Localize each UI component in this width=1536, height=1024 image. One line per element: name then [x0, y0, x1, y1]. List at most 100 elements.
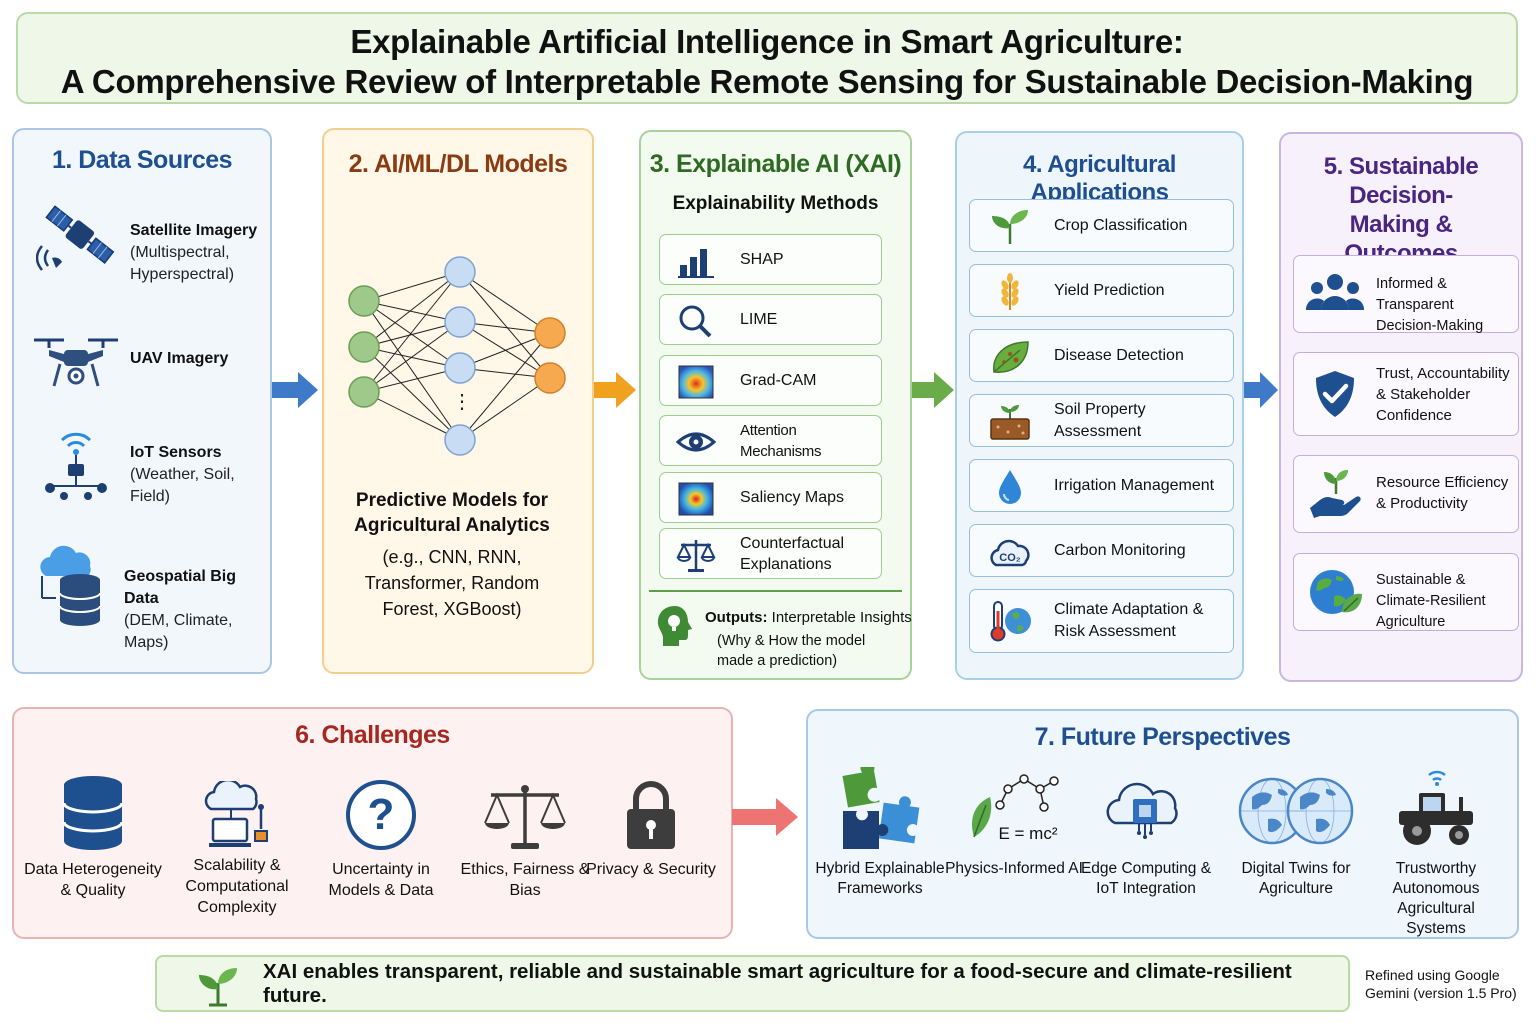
- app-carbon-monitoring: CO₂ Carbon Monitoring: [969, 524, 1234, 577]
- puzzle-icon: [842, 767, 920, 849]
- outcome-sustainable: Sustainable & Climate-Resilient Agricult…: [1293, 553, 1519, 631]
- challenges-panel: 6. Challenges Data Heterogeneity & Quali…: [12, 707, 733, 939]
- sprout-icon: [992, 210, 1028, 244]
- app-climate-adaptation: Climate Adaptation & Risk Assessment: [969, 589, 1234, 653]
- soil-icon: [990, 405, 1030, 440]
- app-label: Climate Adaptation & Risk Assessment: [1054, 601, 1204, 640]
- source-title: IoT Sensors: [130, 444, 222, 461]
- source-geospatial: Geospatial Big Data (DEM, Climate, Maps): [14, 542, 270, 651]
- method-label: Grad-CAM: [740, 372, 817, 389]
- thermometer-globe-icon: [990, 601, 1031, 642]
- shield-check-icon: [1316, 371, 1354, 417]
- data-sources-panel: 1. Data Sources Satellite Imagery (Multi…: [12, 128, 272, 674]
- wheat-icon: [1001, 273, 1019, 310]
- title-line-1: Explainable Artificial Intelligence in S…: [350, 23, 1184, 60]
- challenge-data-heterogeneity: Data Heterogeneity & Quality: [18, 763, 168, 901]
- svg-text:?: ?: [368, 790, 395, 839]
- outcome-trust: Trust, Accountability & Stakeholder Conf…: [1293, 352, 1519, 436]
- challenge-uncertainty: ? Uncertainty in Models & Data: [306, 763, 456, 901]
- future-label: Trustworthy Autonomous Agricultural Syst…: [1392, 860, 1480, 937]
- applications-panel: 4. Agricultural Applications Crop Classi…: [955, 131, 1244, 680]
- eye-icon: [676, 432, 716, 452]
- hand-plant-icon: [1310, 470, 1361, 518]
- cloud-computer-icon: [204, 781, 268, 847]
- models-caption-title: Predictive Models for Agricultural Analy…: [354, 490, 550, 536]
- people-icon: [1306, 274, 1364, 310]
- source-title: Satellite Imagery: [130, 222, 258, 239]
- app-label: Carbon Monitoring: [1054, 541, 1186, 559]
- title-banner: Explainable Artificial Intelligence in S…: [16, 12, 1518, 104]
- title-line-2: A Comprehensive Review of Interpretable …: [60, 63, 1474, 100]
- credit-line-2: Gemini (version 1.5 Pro): [1365, 985, 1517, 1001]
- app-label: Yield Prediction: [1054, 281, 1165, 299]
- method-label: LIME: [740, 311, 778, 328]
- challenge-scalability: Scalability & Computational Complexity: [162, 763, 312, 918]
- app-label: Crop Classification: [1054, 216, 1188, 234]
- future-heading: 7. Future Perspectives: [1034, 723, 1291, 751]
- app-label: Irrigation Management: [1054, 476, 1215, 494]
- flow-arrow-challenges: [732, 798, 798, 836]
- co2-cloud-icon: CO₂: [990, 539, 1030, 567]
- saliency-icon: [678, 482, 714, 516]
- formula-leaf-icon: E = mc²: [971, 774, 1059, 843]
- magnifier-icon: [679, 305, 712, 338]
- method-gradcam: Grad-CAM: [659, 355, 882, 406]
- challenge-label: Uncertainty in Models & Data: [328, 861, 434, 899]
- challenge-ethics: Ethics, Fairness & Bias: [450, 763, 600, 901]
- xai-outputs-value: Interpretable Insights: [771, 609, 912, 626]
- method-attention: Attention Mechanisms: [659, 415, 882, 466]
- heatmap-icon: [678, 365, 714, 399]
- outcome-label: Sustainable & Climate-Resilient Agricult…: [1376, 572, 1486, 630]
- app-irrigation: Irrigation Management: [969, 459, 1234, 512]
- future-label: Digital Twins for Agriculture: [1241, 860, 1351, 897]
- credit-line-1: Refined using Google: [1365, 967, 1500, 983]
- satellite-icon: [36, 205, 115, 271]
- globe-leaf-icon: [1310, 570, 1362, 614]
- method-lime: LIME: [659, 294, 882, 345]
- outcome-label: Resource Efficiency & Productivity: [1376, 474, 1509, 512]
- xai-outputs-detail: (Why & How the model made a prediction): [717, 633, 866, 669]
- outcome-label: Trust, Accountability & Stakeholder Conf…: [1376, 365, 1510, 424]
- method-label: SHAP: [740, 251, 784, 268]
- method-label: Counterfactual Explanations: [740, 534, 845, 573]
- outcome-informed: Informed & Transparent Decision-Making: [1293, 255, 1519, 334]
- outcome-resource: Resource Efficiency & Productivity: [1293, 455, 1519, 533]
- balance-icon: [484, 785, 566, 849]
- app-crop-classification: Crop Classification: [969, 199, 1234, 252]
- future-panel: 7. Future Perspectives Hybrid Explainabl…: [806, 709, 1519, 939]
- future-digital-twins: Digital Twins for Agriculture: [1226, 761, 1366, 899]
- sprout-icon: [199, 968, 237, 1007]
- source-title: UAV Imagery: [130, 350, 229, 367]
- xai-subheading: Explainability Methods: [672, 193, 879, 214]
- future-label: Edge Computing & IoT Integration: [1080, 860, 1212, 897]
- future-hybrid: Hybrid Explainable Frameworks: [810, 761, 950, 899]
- app-label: Soil Property Assessment: [1054, 400, 1146, 440]
- future-label: Physics-Informed AI: [945, 860, 1083, 877]
- future-autonomous: Trustworthy Autonomous Agricultural Syst…: [1366, 761, 1506, 939]
- flow-arrow-4: [1244, 372, 1278, 408]
- head-lightbulb-icon: [657, 606, 692, 646]
- cloud-database-icon: [40, 545, 101, 626]
- challenge-privacy: Privacy & Security: [576, 763, 726, 880]
- app-label: Disease Detection: [1054, 346, 1184, 364]
- app-soil-assessment: Soil Property Assessment: [969, 394, 1234, 447]
- water-drop-icon: [999, 470, 1021, 504]
- xai-divider: [649, 590, 902, 592]
- source-title: Geospatial Big Data: [124, 568, 237, 607]
- cloud-chip-icon: [1106, 782, 1178, 839]
- formula-text: E = mc²: [998, 824, 1057, 843]
- challenge-label: Ethics, Fairness & Bias: [460, 861, 590, 899]
- models-caption-detail: (e.g., CNN, RNN, Transformer, Random For…: [364, 547, 540, 619]
- co2-text: CO₂: [999, 552, 1021, 564]
- drone-icon: [34, 338, 118, 387]
- xai-outputs: Outputs: Interpretable Insights: [705, 608, 915, 628]
- source-satellite: Satellite Imagery (Multispectral, Hypers…: [14, 196, 270, 296]
- iot-sensor-icon: [45, 432, 107, 500]
- footer-text: XAI enables transparent, reliable and su…: [263, 959, 1292, 1007]
- data-sources-heading: 1. Data Sources: [51, 146, 233, 174]
- database-icon: [62, 776, 124, 850]
- xai-outputs-label: Outputs:: [705, 609, 768, 626]
- models-panel: 2. AI/ML/DL Models ⋮ Predictive Models f…: [322, 128, 594, 674]
- nn-ellipsis: ⋮: [452, 391, 472, 413]
- method-label: Attention Mechanisms: [740, 421, 822, 460]
